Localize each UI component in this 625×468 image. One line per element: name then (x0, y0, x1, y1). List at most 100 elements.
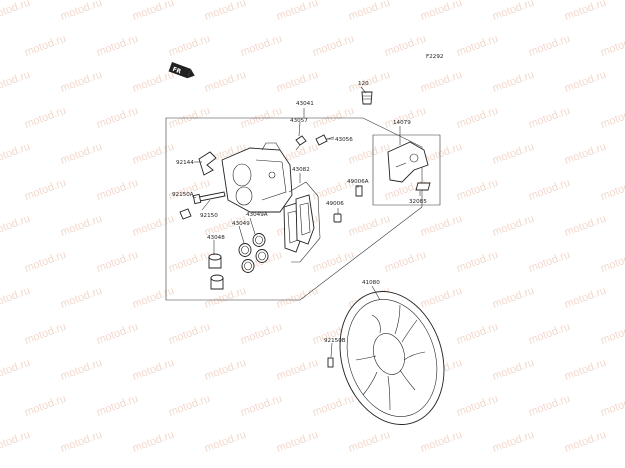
rubber-boot (333, 185, 363, 223)
watermark-text: motod.ru (455, 321, 500, 347)
pad-bracket-line (288, 181, 321, 263)
watermark-text: motod.ru (0, 0, 32, 23)
watermark-text: motod.ru (419, 429, 464, 455)
watermark-text: motod.ru (59, 357, 104, 383)
watermark-text: motod.ru (203, 429, 248, 455)
bleed-valve (295, 135, 307, 151)
watermark-text: motod.ru (347, 0, 392, 23)
part-number-labels: 120 14079 43041 43057 43056 92144 43082 … (172, 81, 427, 344)
watermark-text: motod.ru (491, 357, 536, 383)
watermark-text: motod.ru (23, 105, 68, 131)
slide-pin-boot (179, 208, 192, 220)
watermark-text: motod.ru (599, 177, 625, 203)
watermark-text: motod.ru (275, 0, 320, 23)
label-92150B: 92150B (324, 338, 346, 344)
watermark-text: motod.ru (167, 393, 212, 419)
watermark-text: motod.ru (455, 105, 500, 131)
watermark-text: motod.ru (419, 69, 464, 95)
watermark-text: motod.ru (131, 429, 176, 455)
svg-text:FR: FR (171, 66, 182, 76)
piston-seals (238, 233, 269, 273)
watermark-text: motod.ru (275, 285, 320, 311)
watermark-text: motod.ru (167, 33, 212, 59)
caliper-bolt (192, 191, 226, 205)
watermark-text: motod.ru (599, 105, 625, 131)
watermark-text: motod.ru (0, 213, 32, 239)
watermark-text: motod.ru (275, 429, 320, 455)
label-32085: 32085 (409, 199, 427, 205)
front-arrow-icon: FR (168, 62, 195, 79)
watermark-text: motod.ru (527, 177, 572, 203)
watermark-text: motod.ru (23, 177, 68, 203)
label-41080: 41080 (362, 280, 380, 286)
caliper-assembly-outline (165, 117, 423, 301)
watermark-text: motod.ru (599, 249, 625, 275)
figure-code: F2292 (426, 54, 443, 60)
watermark-text: motod.ru (95, 321, 140, 347)
watermark-text: motod.ru (527, 249, 572, 275)
watermark-text: motod.ru (563, 69, 608, 95)
watermark-text: motod.ru (131, 141, 176, 167)
watermark-text: motod.ru (167, 321, 212, 347)
watermark-text: motod.ru (95, 177, 140, 203)
watermark-text: motod.ru (383, 33, 428, 59)
watermark-text: motod.ru (0, 141, 32, 167)
watermark-text: motod.ru (203, 0, 248, 23)
mounting-bolt (361, 91, 373, 105)
watermark-text: motod.ru (527, 33, 572, 59)
label-43049: 43049 (232, 221, 250, 227)
watermark-text: motod.ru (239, 393, 284, 419)
bracket-outline (372, 134, 441, 206)
watermark-text: motod.ru (0, 429, 32, 455)
watermark-text: motod.ru (131, 213, 176, 239)
watermark-text: motod.ru (527, 321, 572, 347)
watermark-text: motod.ru (59, 429, 104, 455)
brake-pads (283, 194, 315, 253)
label-49006: 49006 (326, 201, 344, 207)
watermark-text: motod.ru (599, 393, 625, 419)
watermark-text: motod.ru (527, 105, 572, 131)
watermark-text: motod.ru (275, 69, 320, 95)
pistons (208, 253, 224, 290)
pad-clip (415, 182, 431, 191)
watermark-text: motod.ru (563, 429, 608, 455)
watermark-text: motod.ru (455, 249, 500, 275)
pad-spring (198, 151, 217, 176)
watermark-text: motod.ru (95, 393, 140, 419)
watermark-text: motod.ru (131, 0, 176, 23)
watermark-text: motod.ru (239, 321, 284, 347)
label-43057: 43057 (290, 118, 308, 124)
label-43048: 43048 (207, 235, 225, 241)
watermark-text: motod.ru (455, 177, 500, 203)
watermark-text: motod.ru (203, 285, 248, 311)
watermark-text: motod.ru (491, 213, 536, 239)
watermark-text: motod.ru (347, 429, 392, 455)
label-43041: 43041 (296, 101, 314, 107)
bleed-valve-cap (315, 134, 335, 146)
watermark-text: motod.ru (131, 69, 176, 95)
watermark-text: motod.ru (527, 393, 572, 419)
watermark-text: motod.ru (59, 213, 104, 239)
label-92150: 92150 (200, 213, 218, 219)
watermark-text: motod.ru (455, 33, 500, 59)
watermark-text: motod.ru (491, 429, 536, 455)
label-49006A: 49006A (347, 179, 369, 185)
label-92150A: 92150A (172, 192, 194, 198)
watermark-text: motod.ru (311, 393, 356, 419)
watermark-text: motod.ru (419, 0, 464, 23)
watermark-text: motod.ru (203, 69, 248, 95)
watermark-text: motod.ru (167, 249, 212, 275)
watermark-text: motod.ru (0, 69, 32, 95)
watermark-text: motod.ru (59, 0, 104, 23)
watermark-text: motod.ru (563, 0, 608, 23)
watermark-text: motod.ru (131, 357, 176, 383)
watermark-text: motod.ru (23, 33, 68, 59)
watermark-text: motod.ru (491, 141, 536, 167)
watermark-text: motod.ru (419, 285, 464, 311)
brake-disc (339, 291, 445, 425)
caliper-body (221, 142, 293, 213)
watermark-text: motod.ru (563, 213, 608, 239)
watermark-text: motod.ru (563, 357, 608, 383)
leader-lines (191, 86, 421, 358)
